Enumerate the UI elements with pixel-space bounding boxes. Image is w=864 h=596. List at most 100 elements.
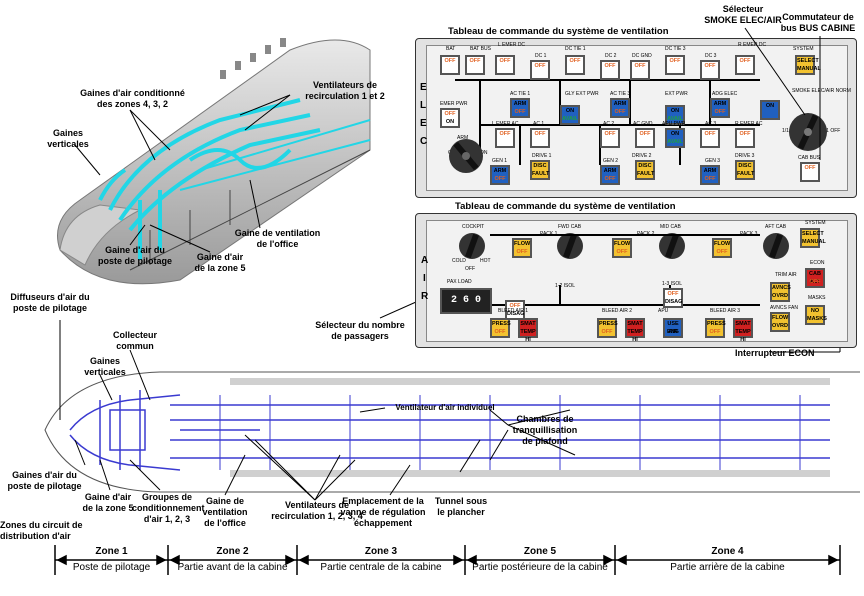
switch-legend-top: ON: [670, 108, 680, 114]
pax-load-display[interactable]: 2 6 0: [440, 288, 492, 314]
air-caption-12: PAX LOAD: [447, 279, 472, 285]
switch-legend-top: ARM: [703, 168, 717, 174]
fuselage-3d-floor-grid: [129, 149, 371, 271]
elec-switch-21[interactable]: OFF: [600, 128, 620, 148]
label-galley-duct-plan: Gaine de ventilation de l'office: [202, 496, 248, 528]
label-econ-switch: Interrupteur ECON: [735, 348, 815, 358]
label-vertical-ducts-plan: Gaines verticales: [84, 356, 126, 377]
elec-switch-4[interactable]: OFF: [530, 60, 550, 80]
elec-caption-30: GEN 3: [705, 158, 721, 164]
elec-switch-6[interactable]: OFF: [600, 60, 620, 80]
elec-switch-1[interactable]: OFF: [440, 55, 460, 75]
air-knob-mid-cab: [659, 233, 685, 259]
switch-legend-top: OFF: [804, 165, 816, 171]
elec-caption-4: DC 1: [535, 53, 547, 59]
switch-legend-top: DISC: [638, 163, 652, 169]
elec-switch-8[interactable]: OFF: [665, 55, 685, 75]
label-recirc-fans-1-2: Ventilateurs de recirculation 1 et 2: [305, 80, 385, 101]
air-caption-17: APU: [658, 308, 669, 314]
switch-legend-top: DISC: [533, 163, 547, 169]
fuselage-plan-leader-lines: [59, 320, 576, 501]
switch-legend-bottom: OFF: [714, 109, 726, 115]
zone-1-name: Zone 1: [95, 546, 128, 557]
elec-switch-5[interactable]: OFF: [565, 55, 585, 75]
elec-switch-2[interactable]: OFF: [465, 55, 485, 75]
elec-switch-18[interactable]: ON: [760, 100, 780, 120]
switch-legend-top: OFF: [499, 58, 511, 64]
label-individual-fan: Ventilateur d'air individuel: [395, 403, 495, 412]
air-caption-13: 1-2 ISOL: [555, 283, 576, 289]
fuselage-3d-illustration: [57, 38, 371, 285]
elec-switch-3[interactable]: OFF: [495, 55, 515, 75]
switch-legend-top: FLOW: [614, 241, 631, 247]
switch-legend-top: OFF: [499, 131, 511, 137]
switch-legend-bottom: TEMP HI: [735, 329, 751, 343]
elec-caption-18: SMOKE ELEC/AIR NORM: [792, 88, 851, 94]
elec-switch-19[interactable]: OFF: [495, 128, 515, 148]
switch-legend-top: ON: [765, 103, 775, 109]
elec-switch-17[interactable]: ARM OFF: [710, 98, 730, 118]
label-conditioned-ducts: Gaines d'air conditionné des zones 4, 3,…: [80, 88, 185, 109]
switch-legend-top: ARM: [493, 168, 507, 174]
air-caption-11: PACK 3: [740, 231, 758, 237]
smoke-elec-air-knob[interactable]: [786, 110, 830, 154]
elec-switch-9[interactable]: OFF: [700, 60, 720, 80]
elec-caption-9: DC 3: [705, 53, 717, 59]
elec-caption-37: 1/1 OFF: [822, 128, 841, 134]
air-caption-10: PACK 2: [637, 231, 655, 237]
elec-caption-11: SYSTEM: [793, 46, 814, 52]
elec-switch-32[interactable]: OFF: [800, 162, 820, 182]
air-caption-21: MASKS: [808, 295, 826, 301]
elec-switch-10[interactable]: OFF: [735, 55, 755, 75]
switch-legend-bottom: ON: [445, 119, 455, 125]
elec-switch-7[interactable]: OFF: [630, 60, 650, 80]
air-caption-5: SYSTEM: [805, 220, 826, 226]
elec-switch-22[interactable]: OFF: [635, 128, 655, 148]
elec-emer-knob[interactable]: [446, 136, 486, 176]
elec-switch-25[interactable]: OFF: [735, 128, 755, 148]
switch-legend-top: OFF: [444, 58, 456, 64]
elec-caption-20: AC 1: [533, 121, 545, 127]
elec-caption-3: L EMER DC: [498, 42, 526, 48]
switch-legend-bottom: TEMP HI: [520, 329, 536, 343]
switch-legend-top: ARM: [713, 101, 727, 107]
elec-switch-24[interactable]: OFF: [700, 128, 720, 148]
fuselage-plan-outline: [44, 371, 860, 493]
elec-caption-25: R EMER AC: [735, 121, 763, 127]
elec-switch-20[interactable]: OFF: [530, 128, 550, 148]
switch-legend-top: FLOW: [772, 315, 789, 321]
